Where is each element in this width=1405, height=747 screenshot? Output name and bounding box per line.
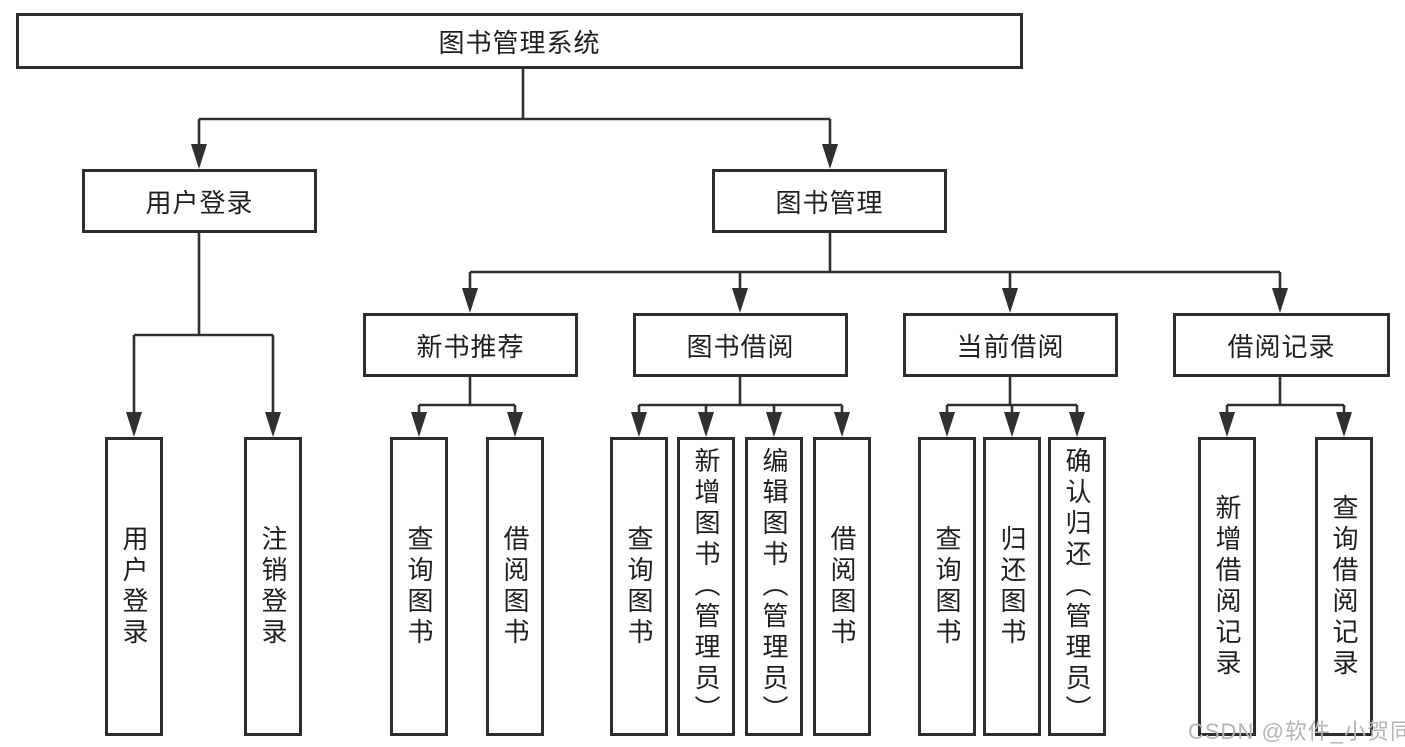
connector-arrow-head [1272, 288, 1288, 313]
node-new-book-recommend-label: 新书推荐 [416, 331, 525, 362]
node-root: 图书管理系统 [16, 13, 1023, 69]
leaf-current-confirm-return-admin: 确认归还（管理员） [1048, 437, 1106, 736]
leaf-borrowing-borrow-books: 借阅图书 [813, 437, 871, 736]
leaf-user-login-label: 用户登录 [119, 524, 149, 649]
node-book-management: 图书管理 [712, 169, 947, 233]
leaf-borrowing-edit-book-admin-label: 编辑图书（管理员） [759, 447, 789, 726]
connector-arrow-head [939, 412, 955, 437]
node-book-management-label: 图书管理 [775, 187, 884, 218]
connector-arrow-head [191, 144, 207, 169]
leaf-user-login: 用户登录 [105, 437, 163, 736]
node-book-borrowing: 图书借阅 [633, 313, 848, 377]
node-borrowing-records: 借阅记录 [1173, 313, 1390, 377]
leaf-records-query-record: 查询借阅记录 [1315, 437, 1373, 736]
connector-arrow-head [1004, 412, 1020, 437]
leaf-borrowing-add-book-admin-label: 新增图书（管理员） [691, 447, 721, 726]
connector-arrow-head [1219, 412, 1235, 437]
leaf-borrowing-query-books: 查询图书 [610, 437, 668, 736]
leaf-borrowing-borrow-books-label: 借阅图书 [827, 524, 857, 649]
connector-spines [134, 69, 1344, 407]
leaf-borrowing-edit-book-admin: 编辑图书（管理员） [745, 437, 803, 736]
node-user-login-label: 用户登录 [145, 187, 254, 218]
connector-arrow-head [822, 144, 838, 169]
connector-arrow-head [507, 412, 523, 437]
leaf-current-query-books-label: 查询图书 [932, 524, 962, 649]
connector-arrow-head [462, 288, 478, 313]
leaf-logout-label: 注销登录 [258, 524, 288, 649]
connector-arrow-head [631, 412, 647, 437]
leaf-newbook-query-books: 查询图书 [390, 437, 448, 736]
watermark-text: CSDN @软件_小贺同学 [1188, 719, 1405, 744]
leaf-logout: 注销登录 [244, 437, 302, 736]
connector-arrow-head [411, 412, 427, 437]
leaf-newbook-borrow-books-label: 借阅图书 [500, 524, 530, 649]
node-current-borrowing: 当前借阅 [903, 313, 1118, 377]
leaf-current-confirm-return-admin-label: 确认归还（管理员） [1062, 447, 1092, 726]
node-book-borrowing-label: 图书借阅 [686, 331, 795, 362]
leaf-records-add-record-label: 新增借阅记录 [1212, 493, 1242, 680]
connector-arrow-head [1069, 412, 1085, 437]
connector-arrow-head [834, 412, 850, 437]
connector-arrow-head [766, 412, 782, 437]
leaf-borrowing-query-books-label: 查询图书 [624, 524, 654, 649]
leaf-borrowing-add-book-admin: 新增图书（管理员） [677, 437, 735, 736]
node-root-label: 图书管理系统 [438, 27, 601, 58]
leaf-current-query-books: 查询图书 [918, 437, 976, 736]
leaf-current-return-books: 归还图书 [983, 437, 1041, 736]
connector-arrow-head [126, 412, 142, 437]
connector-arrow-head [1002, 288, 1018, 313]
node-user-login: 用户登录 [82, 169, 317, 233]
connector-arrow-head [1336, 412, 1352, 437]
node-new-book-recommend: 新书推荐 [363, 313, 578, 377]
leaf-current-return-books-label: 归还图书 [997, 524, 1027, 649]
leaf-records-query-record-label: 查询借阅记录 [1329, 493, 1359, 680]
connector-arrow-head [732, 288, 748, 313]
leaf-records-add-record: 新增借阅记录 [1198, 437, 1256, 736]
node-current-borrowing-label: 当前借阅 [956, 331, 1065, 362]
connector-arrow-head [698, 412, 714, 437]
node-borrowing-records-label: 借阅记录 [1227, 331, 1336, 362]
leaf-newbook-query-books-label: 查询图书 [404, 524, 434, 649]
connector-arrow-head [265, 412, 281, 437]
leaf-newbook-borrow-books: 借阅图书 [486, 437, 544, 736]
